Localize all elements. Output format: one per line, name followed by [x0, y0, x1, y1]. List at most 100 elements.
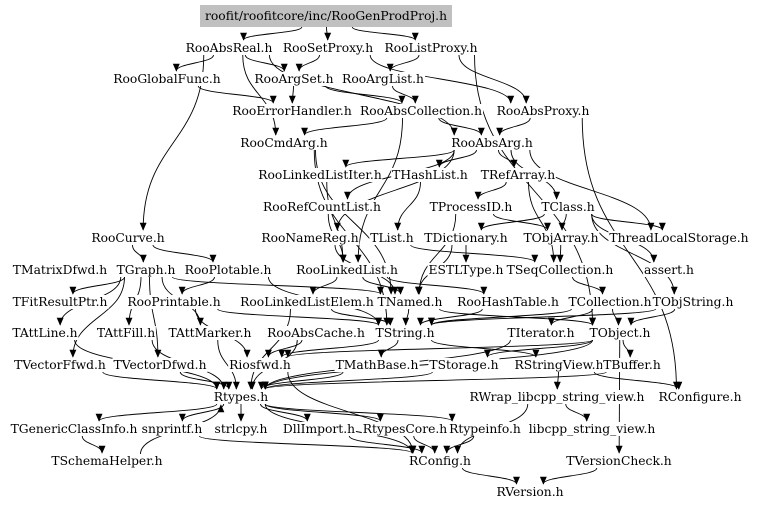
node-riosfwd[interactable]: Riosfwd.h — [228, 358, 292, 372]
node-tmathbase[interactable]: TMathBase.h — [334, 358, 420, 372]
arrowhead — [414, 286, 422, 295]
node-tobjstring[interactable]: TObjString.h — [651, 295, 735, 309]
node-tstring[interactable]: TString.h — [374, 326, 436, 340]
edge-rooargset-to-rooabscollection — [325, 85, 403, 104]
edge-roolinkedlistelem-to-tstring — [331, 308, 391, 326]
arrowhead — [264, 349, 272, 358]
node-tvectordfwd[interactable]: TVectorDfwd.h — [112, 358, 208, 372]
node-roosetproxy[interactable]: RooSetProxy.h — [281, 41, 375, 55]
node-tmatrixdfwd[interactable]: TMatrixDfwd.h — [11, 263, 109, 277]
node-rooabscache[interactable]: RooAbsCache.h — [266, 326, 366, 340]
edge-tstring-to-rstringview — [431, 339, 537, 358]
node-roolinkedlist[interactable]: RooLinkedList.h — [295, 263, 399, 277]
node-tnamed[interactable]: TNamed.h — [376, 295, 444, 309]
node-rooabsreal[interactable]: RooAbsReal.h — [184, 41, 274, 55]
node-roolinkedlistelem[interactable]: RooLinkedListElem.h — [239, 295, 375, 309]
edge-tcollection-to-titerator — [550, 308, 594, 326]
edge-rooabsarg-to-roolinkedlistiter — [345, 149, 455, 168]
edge-tstorage-to-rtypes — [264, 371, 433, 390]
node-tcollection[interactable]: TCollection.h — [567, 295, 653, 309]
node-roorefcountlist[interactable]: RooRefCountList.h — [262, 200, 382, 214]
arrowhead — [69, 349, 77, 358]
node-rtypes[interactable]: Rtypes.h — [212, 390, 270, 404]
node-tclass[interactable]: TClass.h — [540, 200, 596, 214]
node-trefarray[interactable]: TRefArray.h — [479, 168, 557, 182]
node-tdictionary[interactable]: TDictionary.h — [423, 231, 509, 245]
arrowhead — [397, 286, 405, 295]
node-rconfig[interactable]: RConfig.h — [408, 454, 472, 468]
edge-root-to-roolistproxy — [351, 26, 416, 41]
arrowhead — [539, 476, 547, 485]
node-tattfill[interactable]: TAttFill.h — [95, 326, 157, 340]
node-tobject[interactable]: TObject.h — [588, 326, 652, 340]
node-estltype[interactable]: ESTLType.h — [427, 263, 505, 277]
node-tseqcollection[interactable]: TSeqCollection.h — [505, 263, 615, 277]
edge-tlist-to-tseqcollection — [410, 244, 536, 263]
node-tfitresultptr[interactable]: TFitResultPtr.h — [11, 295, 109, 309]
node-tlist[interactable]: TList.h — [369, 231, 415, 245]
arrowhead — [354, 254, 362, 263]
node-thashlist[interactable]: THashList.h — [391, 168, 469, 182]
node-rconfigure[interactable]: RConfigure.h — [657, 390, 743, 404]
node-roonamereg[interactable]: RooNameReg.h — [260, 231, 360, 245]
node-tstorage[interactable]: TStorage.h — [428, 358, 500, 372]
node-tgenericclassinfo[interactable]: TGenericClassInfo.h — [9, 422, 139, 436]
arrowhead — [172, 63, 180, 72]
node-rooabsproxy[interactable]: RooAbsProxy.h — [495, 104, 591, 118]
node-rooarglist[interactable]: RooArgList.h — [341, 72, 425, 86]
arrowhead — [513, 476, 520, 485]
arrowhead — [531, 254, 539, 263]
node-rversion[interactable]: RVersion.h — [495, 485, 565, 499]
node-tvectorffwd[interactable]: TVectorFfwd.h — [13, 358, 107, 372]
node-threadlocalstorage[interactable]: ThreadLocalStorage.h — [608, 231, 750, 245]
node-rstringview[interactable]: RStringView.h — [513, 358, 605, 372]
node-tgraph[interactable]: TGraph.h — [115, 263, 177, 277]
arrowhead — [178, 286, 186, 295]
node-snprintf[interactable]: snprintf.h — [140, 422, 204, 436]
arrowhead — [344, 191, 351, 200]
node-roolinkedlistiter[interactable]: RooLinkedListIter.h — [257, 168, 383, 182]
node-rooargset[interactable]: RooArgSet.h — [253, 72, 335, 86]
node-assert[interactable]: assert.h — [643, 263, 695, 277]
edge-tobject-to-riosfwd — [287, 339, 593, 358]
edge-tobjstring-to-tobject — [630, 308, 676, 326]
node-rooabscollection[interactable]: RooAbsCollection.h — [359, 104, 483, 118]
node-rooerrorhandler[interactable]: RooErrorHandler.h — [231, 104, 353, 118]
node-tattmarker[interactable]: TAttMarker.h — [167, 326, 253, 340]
edge-tcollection-to-tstring — [431, 308, 572, 326]
node-rooabsarg[interactable]: RooAbsArg.h — [450, 136, 534, 150]
node-roocmdarg[interactable]: RooCmdArg.h — [239, 136, 329, 150]
edge-rooprintable-to-tstring — [217, 308, 379, 326]
arrowhead — [583, 413, 591, 422]
node-titerator[interactable]: TIterator.h — [506, 326, 576, 340]
node-roocurve[interactable]: RooCurve.h — [90, 231, 166, 245]
node-rtypescore[interactable]: RtypesCore.h — [361, 422, 449, 436]
node-strlcpy[interactable]: strlcpy.h — [213, 422, 269, 436]
node-rooprintable[interactable]: RooPrintable.h — [126, 295, 222, 309]
node-tversioncheck[interactable]: TVersionCheck.h — [565, 454, 673, 468]
node-roolistproxy[interactable]: RooListProxy.h — [383, 41, 479, 55]
node-rooplotable[interactable]: RooPlotable.h — [183, 263, 273, 277]
node-root: roofit/roofitcore/inc/RooGenProdProj.h — [200, 5, 452, 27]
arrowhead — [462, 254, 470, 263]
edge-trefarray-to-tseqcollection — [528, 181, 555, 263]
node-rooglobalfunc[interactable]: RooGlobalFunc.h — [112, 72, 222, 86]
arrowhead — [324, 32, 332, 41]
edge-tclass-to-threadlocalstorage — [591, 213, 663, 231]
arrowhead — [547, 317, 555, 326]
arrowhead — [443, 445, 451, 454]
node-roohashtable[interactable]: RooHashTable.h — [456, 295, 560, 309]
arrowhead — [386, 317, 394, 326]
node-dllimport[interactable]: DllImport.h — [281, 422, 357, 436]
node-rwrap[interactable]: RWrap_libcpp_string_view.h — [468, 390, 646, 404]
node-tattline[interactable]: TAttLine.h — [11, 326, 79, 340]
node-libcpp[interactable]: libcpp_string_view.h — [527, 422, 657, 436]
node-tobjarray[interactable]: TObjArray.h — [522, 231, 600, 245]
node-rtypeinfo[interactable]: Rtypeinfo.h — [448, 422, 522, 436]
node-tbuffer[interactable]: TBuffer.h — [602, 358, 662, 372]
node-tschemahelper[interactable]: TSchemaHelper.h — [50, 454, 164, 468]
arrowhead — [243, 349, 251, 358]
node-tprocessid[interactable]: TProcessID.h — [428, 200, 514, 214]
arrowhead — [95, 413, 103, 422]
